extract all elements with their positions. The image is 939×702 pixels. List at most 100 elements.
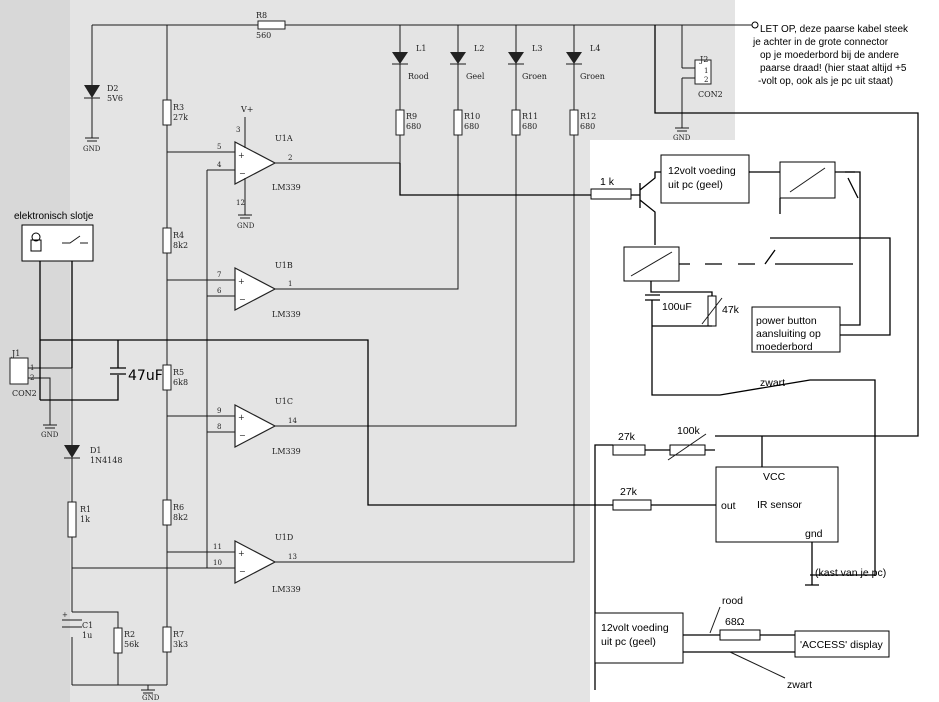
minus-input-bus (206, 169, 235, 569)
pot-100k-arrow-icon (667, 433, 707, 461)
d1-value: 1N4148 (90, 456, 122, 465)
resistor-r11 (511, 109, 521, 136)
u1b-part: LM339 (272, 310, 301, 319)
out-u1c-wire (275, 135, 517, 427)
gnd-label-d2: GND (83, 145, 101, 153)
resistor-r1 (67, 501, 77, 538)
u1d-pin-out: 13 (288, 553, 297, 561)
r2-wire (72, 611, 119, 685)
u1a-plus: + (238, 151, 245, 160)
r9-ref: R9 (406, 112, 417, 121)
relay-2-coil-icon (630, 251, 673, 277)
u1d-pin-minus: 10 (213, 559, 222, 567)
gnd-symbol-j1 (43, 424, 57, 429)
lock-icon (31, 232, 41, 242)
d2-ref: D2 (107, 84, 119, 93)
diode-d1 (64, 445, 80, 458)
psu-box-2 (594, 612, 684, 664)
l1-ref: L1 (416, 44, 426, 53)
led-l3 (508, 52, 524, 64)
hand-wire-cap (40, 340, 119, 401)
resistor-r8 (257, 20, 286, 30)
u1a-pin-out: 2 (288, 154, 292, 162)
relay-1-coil-icon (789, 167, 826, 193)
c1-value: 1u (82, 631, 92, 640)
u1c-ref: U1C (275, 397, 293, 406)
divider-taps (167, 151, 235, 553)
d2-value: 5V6 (107, 94, 123, 103)
resistor-1k-label: 1 k (600, 176, 615, 188)
hand-cap-label: 47uF (128, 368, 163, 384)
u1c-minus: − (239, 431, 246, 440)
j2-pin2: 2 (704, 76, 708, 84)
lock-icon-body (30, 239, 42, 252)
u1a-pin-plus: 5 (217, 143, 221, 151)
gnd-symbol-d2 (85, 137, 99, 142)
sensor-vcc: VCC (763, 471, 786, 483)
led-l2 (450, 52, 466, 64)
u1d-plus: + (238, 549, 245, 558)
out-u1d-wire (275, 135, 575, 563)
r3-ref: R3 (173, 103, 184, 112)
added-circuit: 1 k 12volt voeding uit pc (geel) 100uF 4… (399, 25, 919, 691)
relay1-contact (840, 177, 861, 326)
r1-ref: R1 (80, 505, 91, 514)
r4-value: 8k2 (173, 241, 188, 250)
slotje-wires (39, 261, 73, 400)
c1-plus: + (62, 611, 68, 619)
u1c-plus: + (238, 413, 245, 422)
power-button-line-3: moederbord (756, 341, 813, 353)
l2-color: Geel (466, 72, 485, 81)
pot-47k-arrow-icon (701, 297, 723, 325)
r9-value: 680 (406, 122, 421, 131)
u1a-ref: U1A (275, 134, 293, 143)
relay2-contact (770, 237, 891, 336)
hand-capacitor (110, 367, 126, 375)
r7-value: 3k3 (173, 640, 188, 649)
u1d-minus: − (239, 567, 246, 576)
relay2-feed (650, 281, 713, 296)
zener-d2 (84, 85, 100, 98)
comparator-u1a (234, 141, 277, 185)
case-gnd-symbol-icon (805, 542, 819, 586)
to-transistor-wire (399, 163, 591, 196)
rood-pointer (709, 606, 721, 634)
resistor-r2 (113, 627, 123, 654)
c1-ref: C1 (82, 621, 93, 630)
purple-wire-terminal-icon (751, 21, 759, 29)
psu2-line-2: uit pc (geel) (601, 636, 656, 648)
ir-sensor-box (715, 466, 839, 543)
connector-j2 (694, 59, 712, 85)
warning-note: LET OP, deze paarse kabel steek je achte… (751, 21, 909, 87)
resistor-r7 (162, 626, 172, 653)
j2-pin1: 1 (704, 67, 708, 75)
r1-value: 1k (80, 515, 90, 524)
bottom-rail (72, 684, 167, 690)
resistor-r9 (395, 109, 405, 136)
pot-100k-label: 100k (677, 425, 701, 437)
r12-value: 680 (580, 122, 595, 131)
resistor-27k-b-label: 27k (620, 486, 638, 498)
pot-100k (669, 444, 706, 456)
plus5-wire (654, 25, 919, 470)
r10-value: 680 (464, 122, 479, 131)
j2-ref: J2 (699, 55, 708, 64)
j1-ref: J1 (11, 349, 20, 358)
u1c-pin-out: 14 (288, 417, 297, 425)
u1d-ref: U1D (275, 533, 293, 542)
vplus-label: V+ (240, 105, 253, 114)
l4-color: Groen (580, 72, 605, 81)
r7-ref: R7 (173, 630, 184, 639)
warning-line-2: je achter in de grote connector (752, 37, 889, 48)
r6-ref: R6 (173, 503, 184, 512)
relay1-wires (749, 171, 861, 212)
zwart-label-1: zwart (760, 377, 785, 389)
l4-ref: L4 (590, 44, 600, 53)
r10-ref: R10 (464, 112, 480, 121)
gnd-label-j2: GND (673, 134, 691, 142)
l1-color: Rood (408, 72, 429, 81)
resistor-r10 (453, 109, 463, 136)
power-button-box (751, 306, 841, 353)
out-u1b-wire (275, 135, 459, 290)
d1-ref: D1 (90, 446, 102, 455)
